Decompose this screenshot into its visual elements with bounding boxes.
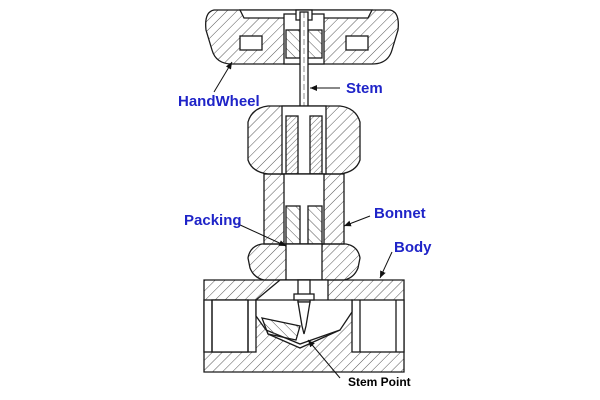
- packing-leader: [237, 223, 287, 247]
- body-leader: [379, 251, 393, 279]
- body-label: Body: [394, 239, 432, 256]
- stem-label: Stem: [346, 80, 383, 97]
- stem-point-part: [293, 279, 315, 335]
- bonnet-leader: [343, 215, 371, 227]
- handwheel-label: HandWheel: [178, 93, 260, 110]
- packing-label: Packing: [184, 212, 242, 229]
- handwheel-part: [205, 9, 399, 65]
- stem-point-label: Stem Point: [348, 375, 411, 389]
- stem-point-leader: [307, 339, 341, 379]
- handwheel-leader: [213, 61, 233, 93]
- bonnet-part: [247, 105, 361, 281]
- bonnet-label: Bonnet: [374, 205, 426, 222]
- labels: HandWheel Stem Packing Bonnet Body Stem …: [178, 80, 432, 389]
